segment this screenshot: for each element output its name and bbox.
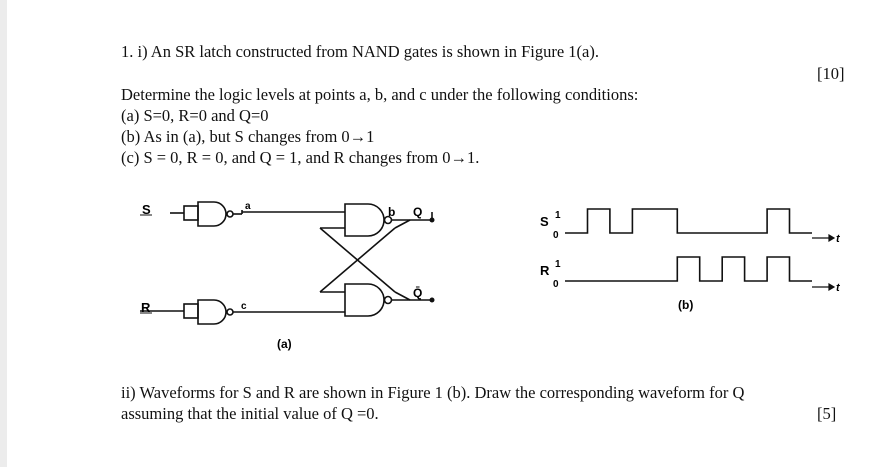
part-ii-marks: [5] [817, 404, 837, 423]
s-waveform-trace [565, 208, 812, 234]
s-nand-gate [197, 201, 227, 227]
part-ii-line-2: assuming that the initial value of Q =0. [121, 404, 379, 423]
r-waveform [565, 256, 812, 282]
part-i-marks: [10] [817, 64, 845, 83]
figure-b-caption: (b) [678, 298, 693, 312]
r-input-box [183, 303, 199, 319]
r-waveform-trace [565, 256, 812, 282]
q-output-node [429, 217, 435, 223]
label-node-a: a [245, 201, 251, 212]
part-i-heading: 1. i) An SR latch constructed from NAND … [121, 42, 599, 61]
r-gate-bubble [226, 308, 234, 316]
label-node-b: b [388, 205, 395, 219]
wave-label-r: R [540, 263, 550, 278]
feedback-cross-2 [319, 227, 396, 293]
condition-a: (a) S=0, R=0 and Q=0 [121, 106, 269, 125]
feedback-link-qbar [394, 291, 411, 301]
wave-s-level-low: 0 [553, 230, 559, 241]
figure-a-caption: (a) [277, 337, 292, 351]
wave-s-time-label: t [836, 233, 841, 245]
condition-b: (b) As in (a), but S changes from 0→1 [121, 127, 375, 146]
label-node-c: c [241, 301, 247, 312]
label-s: S [142, 202, 151, 217]
q-nand-gate [344, 203, 385, 237]
label-qbar: Q̄ [413, 286, 422, 300]
time-arrows [812, 233, 836, 292]
wave-r-level-high: 1 [555, 259, 561, 270]
qbar-output-node [429, 297, 435, 303]
r-nand-gate [197, 299, 227, 325]
qbar-nand-gate [344, 283, 385, 317]
label-q: Q [413, 205, 422, 219]
q-gate-bubble [383, 215, 393, 225]
qbar-gate-bubble [383, 295, 393, 305]
page-edge [0, 0, 7, 467]
instruction-text: Determine the logic levels at points a, … [121, 85, 639, 104]
s-input-box [183, 205, 199, 221]
part-ii-line-1: ii) Waveforms for S and R are shown in F… [121, 383, 745, 402]
wave-label-s: S [540, 214, 549, 229]
wave-r-time-label: t [836, 282, 841, 294]
label-r: R [141, 300, 151, 315]
feedback-link-q [394, 219, 411, 229]
s-waveform [565, 208, 812, 234]
s-gate-bubble [226, 210, 234, 218]
condition-c: (c) S = 0, R = 0, and Q = 1, and R chang… [121, 148, 480, 167]
wave-r-level-low: 0 [553, 279, 559, 290]
wave-s-level-high: 1 [555, 210, 561, 221]
